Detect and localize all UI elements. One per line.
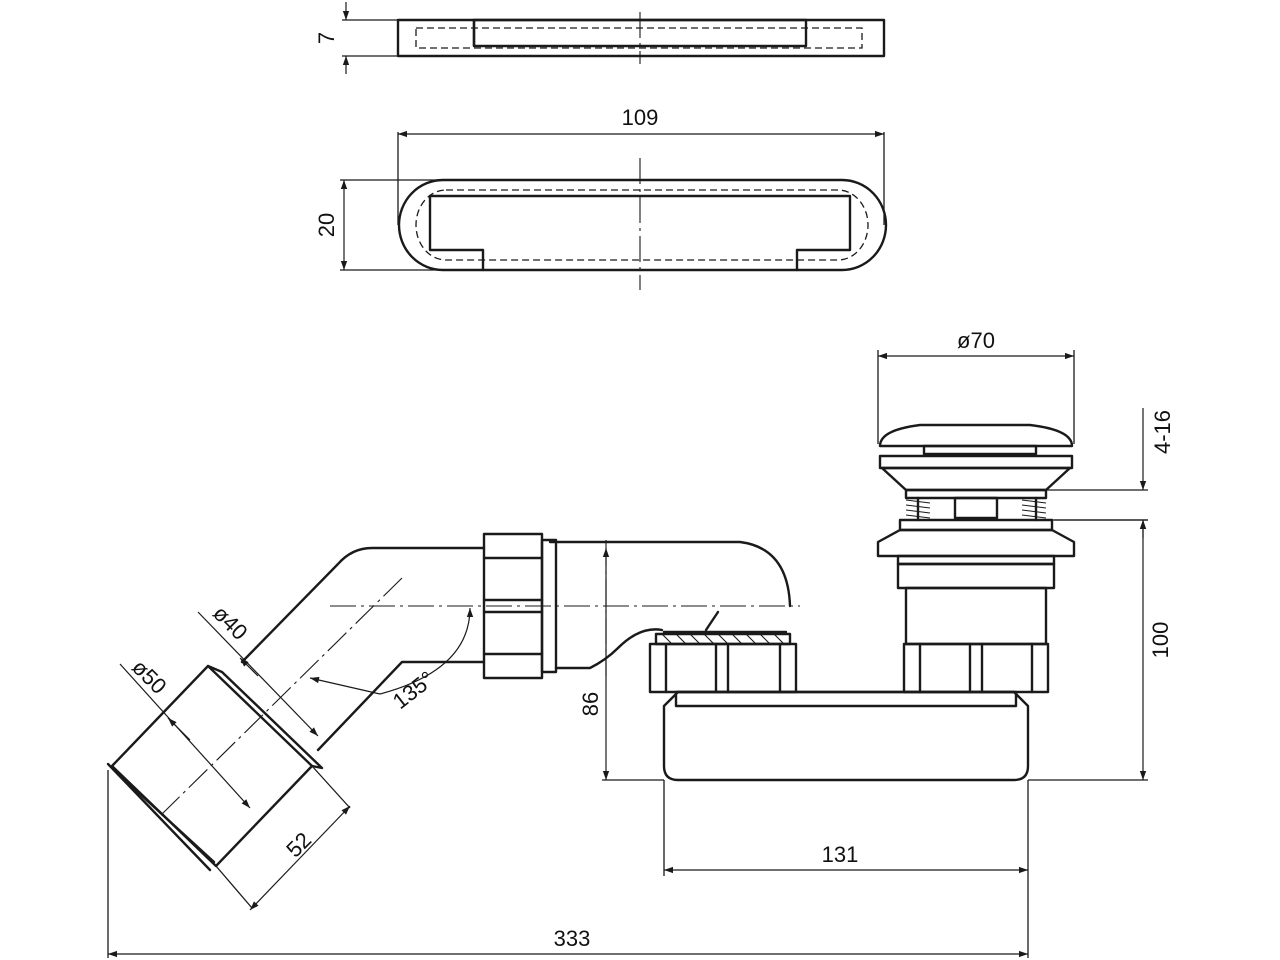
outlet-elbow: [240, 532, 792, 752]
grate-side-view: [396, 12, 886, 64]
label-outlet-outer-diameter: ø50: [127, 654, 171, 698]
label-grate-width: 20: [314, 213, 339, 237]
drain-flange: [876, 518, 1076, 646]
siphon-nut: [648, 632, 798, 694]
dim-outlet-height: 86: [578, 548, 664, 781]
dim-grate-length: 109: [397, 105, 885, 225]
dim-body-length: 131: [663, 780, 1029, 876]
label-clamp-range: 4-16: [1150, 410, 1175, 454]
label-outlet-inner-diameter: ø40: [208, 600, 252, 644]
label-overall-length: 333: [554, 926, 591, 951]
dim-outlet-outer-diameter: ø50: [119, 654, 251, 809]
drain-nut: [902, 642, 1050, 694]
dim-clamp-range: 4-16: [1036, 408, 1175, 538]
dim-overall-length: 333: [107, 770, 1029, 958]
label-outlet-height: 86: [578, 692, 603, 716]
label-plug-diameter: ø70: [957, 328, 995, 353]
label-grate-length: 109: [622, 105, 659, 130]
label-grate-thickness: 7: [314, 32, 339, 44]
label-drain-height: 100: [1148, 622, 1173, 659]
dim-grate-width: 20: [314, 179, 440, 271]
label-outlet-length: 52: [281, 827, 316, 862]
label-body-length: 131: [822, 842, 859, 867]
dim-drain-height: 100: [1028, 519, 1173, 781]
siphon-body: [662, 690, 1030, 782]
dim-grate-thickness: 7: [314, 2, 398, 74]
dim-outlet-length: 52: [215, 765, 351, 911]
dim-plug-diameter: ø70: [877, 328, 1075, 444]
plug-bolt-threads: [905, 499, 1047, 519]
grate-top-view: [397, 158, 888, 290]
outlet-centerlines: [159, 540, 800, 817]
